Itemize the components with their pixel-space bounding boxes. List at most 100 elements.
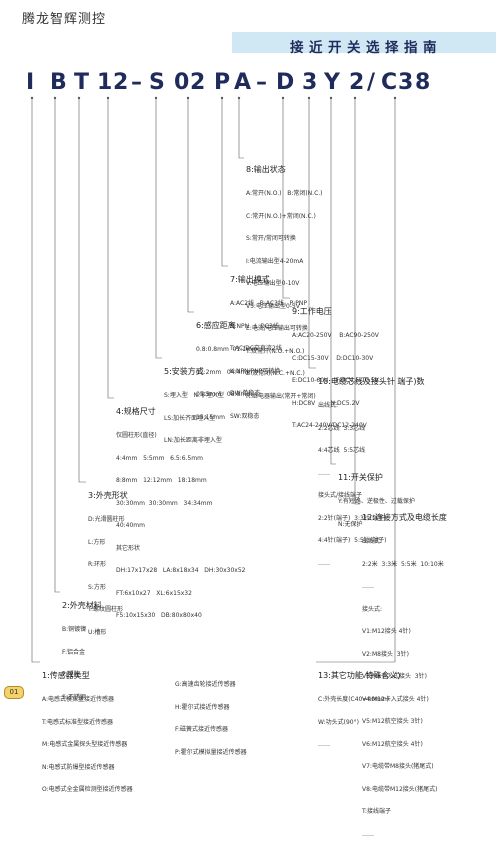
option-row: SW:双稳态: [230, 412, 260, 420]
section-sensor-type-col2: G:高速齿轮接近传感器 H:霍尔式接近传感器 F:磁簧式接近传感器 P:霍尔式模…: [175, 666, 247, 764]
option-row: 2:2芯线 3:3芯线: [318, 424, 366, 432]
section-title: 2:外壳材料: [62, 601, 102, 610]
option-row: H:DC8V N:DC5.2V: [292, 399, 360, 407]
option-row: R:环形: [88, 561, 107, 568]
option-row: ……: [318, 559, 330, 567]
option-row: LN:加长距离非埋入型: [164, 437, 222, 444]
section-title: 7:输出模式: [230, 275, 270, 284]
option-row: 出线式:: [318, 402, 339, 409]
option-row: A:电感式模拟量接近传感器: [42, 696, 115, 703]
option-row: A:常开(N.O.) B:常闭(N.C.): [246, 190, 323, 197]
code-char-slash: /: [367, 70, 376, 95]
option-row: ……: [318, 741, 330, 748]
title-banner: [232, 32, 496, 53]
option-row: N:NPN L:DC3线: [230, 322, 279, 330]
section-title: 9:工作电压: [292, 307, 332, 316]
option-row: V:电压输出型0-10V: [246, 280, 300, 287]
option-row: 4:4芯线 5:5芯线: [318, 447, 366, 454]
section-material: 2:外壳材料 B:铜镀镍 F:铝合金 P:塑胶 S:不锈钢: [62, 586, 102, 709]
section-output-mode: 7:输出模式 A:AC2线 B:AC3线 P:PNP N:NPN L:DC3线 …: [230, 260, 307, 428]
code-char: 3: [302, 70, 318, 95]
option-row: Y:有短路、逆极性、过载保护: [338, 498, 415, 505]
option-row: E:电流/电压输出可转换: [246, 325, 308, 332]
option-row: 05:5mm 08:8mm: [196, 391, 253, 398]
option-row: L:方形: [88, 538, 106, 546]
code-char-dash: –: [256, 70, 267, 95]
section-title: 1:传感器类型: [42, 671, 90, 680]
code-char: 2: [190, 70, 206, 95]
option-row: DH:17x17x28 LA:8x18x34 DH:30x30x52: [116, 567, 246, 574]
option-row: C:DC15-30V D:DC10-30V: [292, 354, 374, 362]
code-char: D: [276, 70, 295, 95]
option-row: C:外壳长度(C40=40mm): [318, 696, 390, 703]
page-title: 接近开关选择指南: [290, 40, 442, 56]
option-row: 40:40mm: [116, 522, 145, 529]
option-row: T:螺纹圆柱形: [88, 606, 124, 613]
section-title: 3:外壳形状: [88, 491, 128, 500]
option-row: F5:10x15x30 DB:80x80x40: [116, 612, 202, 619]
option-row: H:霍尔式接近传感器: [175, 703, 230, 711]
option-row: 02:2mm 04:4mm: [196, 368, 253, 376]
section-title: 5:安装方式: [164, 367, 204, 376]
option-row: U:槽形: [88, 628, 107, 636]
section-title: 10:电缆芯线及接头针 端子)数: [318, 377, 425, 386]
option-row: D:光滑圆柱形: [88, 516, 125, 523]
brand-name: 腾龙智辉测控: [22, 12, 107, 27]
option-row: 15:15mm: [196, 413, 225, 421]
code-char: I: [26, 70, 35, 95]
option-row: V4:M12卡入式接头 4针): [362, 695, 429, 703]
section-title: 8:输出状态: [246, 165, 286, 174]
option-row: 2:2米 3:3米 5:5米 10:10米: [362, 560, 444, 568]
option-row: T:AC24-240V/DC12-240V: [292, 422, 367, 429]
code-char-dash: –: [131, 70, 142, 95]
section-mounting: 5:安装方式 S:埋入型 N:非埋入型 LS:加长齐面埋入型 LN:加长距离非埋…: [164, 352, 224, 452]
option-row: P:霍尔式模拟量接近传感器: [175, 748, 247, 756]
section-other: 13:其它功能 特殊含义) C:外壳长度(C40=40mm) W:功头式(90°…: [318, 656, 401, 756]
option-row: 8:8mm 12:12mm 18:18mm: [116, 477, 207, 484]
option-row: 0.8:0.8mm 01:1mm: [196, 346, 258, 353]
section-title: 11:开关保护: [338, 473, 383, 482]
option-row: T:双常开(N.O.+N.O.): [246, 347, 305, 355]
code-char: P: [214, 70, 231, 95]
option-row: E:DC10-60V F:DC4.5-10.5V: [292, 377, 379, 384]
option-row: V5:电压输出型0-5V: [246, 302, 300, 310]
section-shape: 3:外壳形状 D:光滑圆柱形 L:方形 R:环形 S:方形 T:螺纹圆柱形 U:…: [88, 476, 128, 644]
option-row: Z:双常闭(N.C.+N.C.): [246, 370, 305, 377]
option-row: N:无保护: [338, 520, 363, 528]
option-row: V3:M8卡入式接头 3针): [362, 673, 427, 680]
code-char: T: [74, 70, 90, 95]
option-row: 接头式:: [362, 605, 383, 613]
option-row: G:高速齿轮接近传感器: [175, 681, 236, 688]
option-row: V1:M12接头 4针): [362, 628, 411, 635]
option-row: FT:6x10x27 XL:6x15x32: [116, 589, 192, 597]
code-char: 3: [398, 70, 414, 95]
option-row: 30:30mm 30:30mm 34:34mm: [116, 499, 213, 507]
page-number: 01: [4, 686, 24, 699]
leader-lines: [30, 96, 397, 663]
option-row: S:常开/常闭可转换: [246, 235, 296, 242]
page-header: 腾龙智辉测控 接近开关选择指南: [0, 0, 496, 56]
section-cable-cores: 10:电缆芯线及接头针 端子)数 出线式: 2:2芯线 3:3芯线 4:4芯线 …: [318, 362, 425, 575]
code-char: 0: [174, 70, 190, 95]
section-output-state: 8:输出状态 A:常开(N.O.) B:常闭(N.C.) C:常开(N.O.)+…: [246, 150, 323, 408]
option-row: W:功头式(90°): [318, 718, 359, 726]
option-row: 2:2针(端子) 3:3针(端子): [318, 514, 387, 522]
option-row: V2:M8接头 3针): [362, 650, 409, 658]
code-char: C: [381, 70, 398, 95]
option-row: R:继电器输出(常开+常闭): [246, 392, 316, 400]
section-size: 4:规格尺寸 仅圆柱形(直径) 4:4mm 5:5mm 6.5:6.5mm 8:…: [116, 392, 245, 627]
option-row: 4:4针(端子) 5:5针(端子): [318, 537, 387, 544]
option-row: A:AC20-250V B:AC90-250V: [292, 332, 379, 339]
option-row: I:电流输出型4-20mA: [246, 257, 304, 265]
option-row: T:电感式标准型接近传感器: [42, 718, 114, 726]
code-char: 8: [415, 70, 431, 95]
option-row: O:电感式全金属检测型接近传感器: [42, 786, 133, 793]
section-title: 13:其它功能 特殊含义): [318, 671, 401, 680]
code-char: S: [149, 70, 165, 95]
option-row: T:接线端子: [362, 808, 392, 815]
section-sensor-type: 1:传感器类型 A:电感式模拟量接近传感器 T:电感式标准型接近传感器 M:电感…: [42, 656, 133, 801]
option-row: DW:单稳态: [230, 390, 261, 397]
option-row: ……: [318, 469, 330, 477]
code-char: 2: [349, 70, 365, 95]
option-row: 仅圆柱形(直径): [116, 432, 157, 439]
